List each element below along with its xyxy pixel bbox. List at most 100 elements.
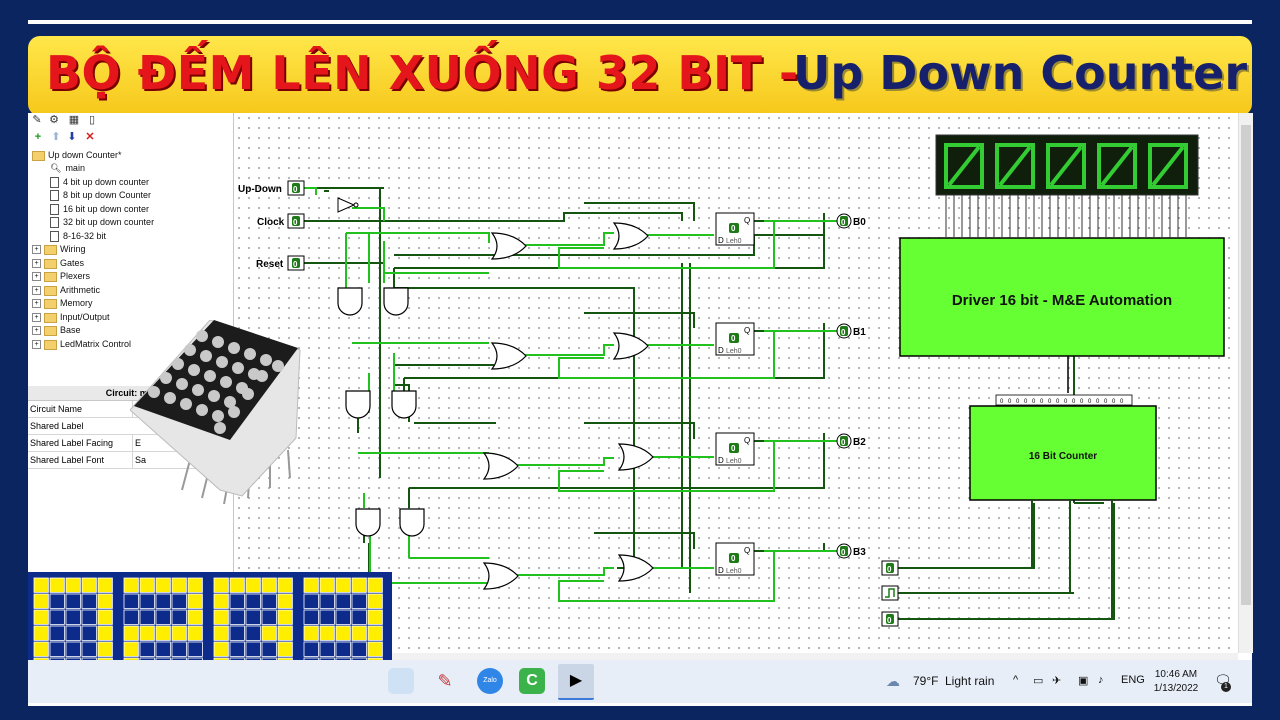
or-gate[interactable]: [617, 554, 654, 582]
expand-icon[interactable]: +: [32, 299, 41, 309]
folder-icon: [44, 258, 57, 269]
counter-input-pin[interactable]: 0: [881, 560, 899, 576]
output-pin[interactable]: 0 B0: [836, 213, 866, 229]
folder-icon: [44, 325, 57, 336]
glyph-pixel: [97, 641, 113, 657]
or-gate[interactable]: [490, 342, 527, 370]
glyph-pixel: [367, 577, 383, 593]
volume-icon[interactable]: ♪: [1098, 674, 1104, 686]
counter-input-pin[interactable]: 0: [881, 611, 899, 627]
led-dot: [212, 336, 224, 348]
temperature[interactable]: 79°F: [913, 674, 939, 688]
counter-block[interactable]: 0 0 0 0 0 0 0 0 0 0 0 0 0 0 0 0: [969, 394, 1157, 501]
glyph-pixel: [319, 641, 335, 657]
glyph-pixel: [213, 593, 229, 609]
expand-icon[interactable]: +: [32, 286, 41, 296]
d-flipflop[interactable]: 0 Q D Leh0: [715, 542, 755, 576]
tree-library[interactable]: +Arithmetic: [32, 284, 100, 297]
expand-icon[interactable]: +: [32, 259, 41, 269]
or-gate[interactable]: [482, 562, 519, 590]
zalo-icon[interactable]: Zalo: [477, 668, 503, 694]
tree-library[interactable]: +Wiring: [32, 243, 86, 256]
tree-library[interactable]: +Memory: [32, 297, 93, 310]
store-icon[interactable]: [388, 668, 414, 694]
tree-circuit[interactable]: 4 bit up down counter: [50, 176, 149, 189]
output-label: B2: [853, 437, 866, 448]
property-value[interactable]: E: [132, 435, 141, 451]
output-pin[interactable]: 0 B2: [836, 433, 866, 449]
expand-icon[interactable]: +: [32, 272, 41, 282]
property-row[interactable]: Shared Label: [28, 418, 233, 435]
tree-library[interactable]: +Input/Output: [32, 311, 110, 324]
tree-library[interactable]: +Base: [32, 324, 81, 337]
tree-library[interactable]: +Gates: [32, 257, 84, 270]
tree-circuit[interactable]: 8-16-32 bit: [50, 230, 106, 243]
tree-library[interactable]: +Plexers: [32, 270, 90, 283]
weather-text[interactable]: Light rain: [945, 674, 995, 688]
or-gate[interactable]: [617, 443, 654, 471]
d-flipflop[interactable]: 0 Q D Leh0: [715, 432, 755, 466]
d-flipflop[interactable]: 0 Q D Leh0: [715, 212, 755, 246]
property-value[interactable]: Sa: [132, 452, 146, 468]
expand-icon[interactable]: +: [32, 326, 41, 336]
delete-icon[interactable]: ✕: [85, 131, 95, 143]
paint-icon[interactable]: ✎: [437, 671, 453, 691]
circuit-canvas[interactable]: Up-Down 0 Clock 0 Reset 0 0 Q: [234, 113, 1238, 653]
move-down-icon[interactable]: ⬇: [67, 131, 77, 143]
glyph-pixel: [277, 577, 293, 593]
or-gate[interactable]: [482, 452, 519, 480]
and-gate[interactable]: [399, 508, 425, 537]
scroll-thumb[interactable]: [1241, 125, 1251, 605]
not-gate[interactable]: [337, 197, 359, 213]
device-icon[interactable]: ▭: [1033, 675, 1044, 687]
camtasia-icon[interactable]: C: [519, 668, 545, 694]
expand-icon[interactable]: +: [32, 340, 41, 350]
and-gate[interactable]: [383, 287, 409, 316]
player-icon[interactable]: ▶: [558, 664, 594, 700]
edit-icon[interactable]: ✎: [32, 114, 42, 126]
tree-library[interactable]: +LedMatrix Control: [32, 338, 131, 351]
driver-block[interactable]: Driver 16 bit - M&E Automation: [899, 237, 1225, 357]
tree-circuit[interactable]: 16 bit up down conter: [50, 203, 149, 216]
move-up-icon[interactable]: ⬆: [51, 131, 61, 143]
cloud-icon[interactable]: ☁: [886, 673, 900, 689]
tree-circuit[interactable]: 32 bit up down counter: [50, 216, 154, 229]
d-flipflop[interactable]: 0 Q D Leh0: [715, 322, 755, 356]
glyph-pixel: [213, 641, 229, 657]
or-gate[interactable]: [612, 332, 649, 360]
circuit-icon: [50, 190, 59, 202]
and-gate[interactable]: [337, 287, 363, 316]
glyph-pixel: [123, 625, 139, 641]
network-icon[interactable]: ✈: [1052, 675, 1062, 687]
table-icon[interactable]: ▦: [68, 114, 80, 126]
expand-icon[interactable]: +: [32, 245, 41, 255]
doc-icon[interactable]: ▯: [88, 114, 96, 126]
input-label: Reset: [256, 259, 284, 270]
output-pin[interactable]: 0 B1: [836, 323, 866, 339]
and-gate[interactable]: [345, 390, 371, 419]
led-dot: [172, 358, 184, 370]
and-gate[interactable]: [391, 390, 417, 419]
language-indicator[interactable]: ENG: [1121, 674, 1145, 686]
or-gate[interactable]: [490, 232, 527, 260]
led-display: [935, 134, 1199, 237]
tree-project[interactable]: Up down Counter*: [32, 149, 122, 162]
clock-input-pin[interactable]: [881, 585, 899, 601]
zalo-label: Zalo: [483, 677, 497, 684]
simulate-icon[interactable]: ⚙: [49, 114, 59, 126]
chevron-up-icon[interactable]: ^: [1013, 674, 1019, 686]
tree-circuit-main[interactable]: 🔍︎main: [50, 162, 85, 175]
add-icon[interactable]: +: [34, 131, 42, 143]
ff-state: 0: [731, 444, 736, 453]
output-pin[interactable]: 0 B3: [836, 543, 866, 559]
system-clock[interactable]: 10:46 AM 1/13/2022: [1146, 668, 1206, 696]
meet-icon[interactable]: ▣: [1078, 675, 1089, 687]
tree-circuit[interactable]: 8 bit up down Counter: [50, 189, 151, 202]
glyph-pixel: [303, 625, 319, 641]
or-gate[interactable]: [612, 222, 649, 250]
expand-icon[interactable]: +: [32, 313, 41, 323]
vertical-scrollbar[interactable]: [1238, 113, 1253, 653]
and-gate[interactable]: [355, 508, 381, 537]
